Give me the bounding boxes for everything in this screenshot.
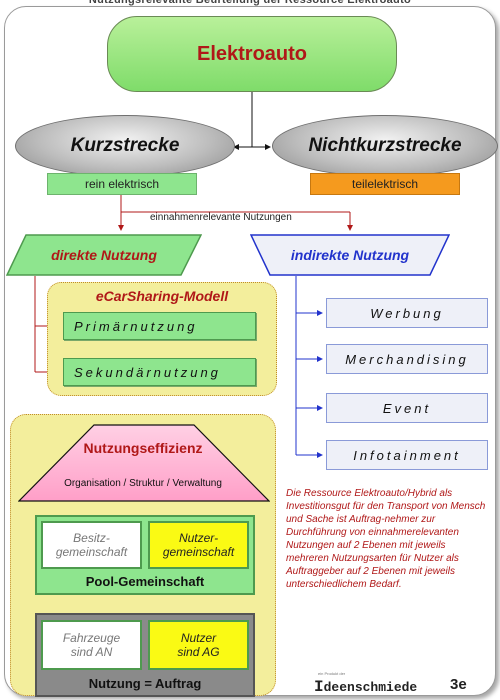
item-infotainment: Infotainment bbox=[326, 440, 488, 470]
connector-label: einnahmenrelevante Nutzungen bbox=[150, 212, 292, 223]
item-sekundaernutzung-label: Sekundärnutzung bbox=[74, 364, 221, 380]
cell-besitzgemeinschaft: Besitz- gemeinschaft bbox=[41, 521, 142, 569]
node-direkte-nutzung: direkte Nutzung bbox=[6, 234, 202, 276]
efficiency-subtitle: Organisation / Struktur / Verwaltung bbox=[64, 478, 222, 489]
cell-nutzergemeinschaft: Nutzer- gemeinschaft bbox=[148, 521, 249, 569]
node-elektroauto: Elektroauto bbox=[107, 16, 397, 92]
efficiency-title: Nutzungseffizienz bbox=[83, 440, 203, 456]
item-primaernutzung-label: Primärnutzung bbox=[74, 318, 198, 334]
item-event: Event bbox=[326, 393, 488, 423]
node-nichtkurzstrecke-label: Nichtkurzstrecke bbox=[308, 135, 462, 156]
logo-initial: I bbox=[314, 678, 324, 696]
item-sekundaernutzung: Sekundärnutzung bbox=[63, 358, 256, 386]
logo-caption: ein Produkt der bbox=[318, 671, 346, 676]
node-direkte-label: direkte Nutzung bbox=[51, 247, 157, 263]
cell-nutzer-ag: Nutzer sind AG bbox=[148, 620, 249, 670]
ecarsharing-title: eCarSharing-Modell bbox=[95, 288, 229, 304]
page-title: Nutzungsrelevante Beurteilung der Ressou… bbox=[88, 0, 412, 6]
logo-ideenschmiede: Ideenschmiede bbox=[314, 678, 417, 696]
item-infotainment-label: Infotainment bbox=[353, 447, 461, 463]
efficiency-trapezoid bbox=[18, 424, 270, 502]
nutzung-auftrag-label: Nutzung = Auftrag bbox=[88, 676, 202, 691]
node-indirekte-label: indirekte Nutzung bbox=[290, 247, 410, 263]
node-kurzstrecke-label: Kurzstrecke bbox=[70, 135, 180, 156]
item-event-label: Event bbox=[382, 400, 432, 416]
node-kurzstrecke: Kurzstrecke bbox=[15, 115, 235, 177]
node-indirekte-nutzung: indirekte Nutzung bbox=[250, 234, 450, 276]
description-text: Die Ressource Elektroauto/Hybrid als Inv… bbox=[286, 488, 486, 590]
node-nichtkurzstrecke: Nichtkurzstrecke bbox=[272, 115, 498, 177]
item-merchandising-label: Merchandising bbox=[345, 351, 469, 367]
logo-name: deenschmiede bbox=[323, 680, 418, 695]
node-indirekte-shape bbox=[250, 234, 450, 276]
tag-rein-elektrisch: rein elektrisch bbox=[47, 173, 197, 195]
node-direkte-shape bbox=[6, 234, 202, 276]
item-werbung-label: Werbung bbox=[370, 305, 444, 321]
item-primaernutzung: Primärnutzung bbox=[63, 312, 256, 340]
tag-teilelektrisch: teilelektrisch bbox=[310, 173, 460, 195]
cell-fahrzeuge-an: Fahrzeuge sind AN bbox=[41, 620, 142, 670]
pool-gemeinschaft-label: Pool-Gemeinschaft bbox=[85, 574, 205, 589]
item-merchandising: Merchandising bbox=[326, 344, 488, 374]
logo-3e: 3e bbox=[450, 676, 467, 693]
node-elektroauto-label: Elektroauto bbox=[196, 42, 308, 65]
item-werbung: Werbung bbox=[326, 298, 488, 328]
